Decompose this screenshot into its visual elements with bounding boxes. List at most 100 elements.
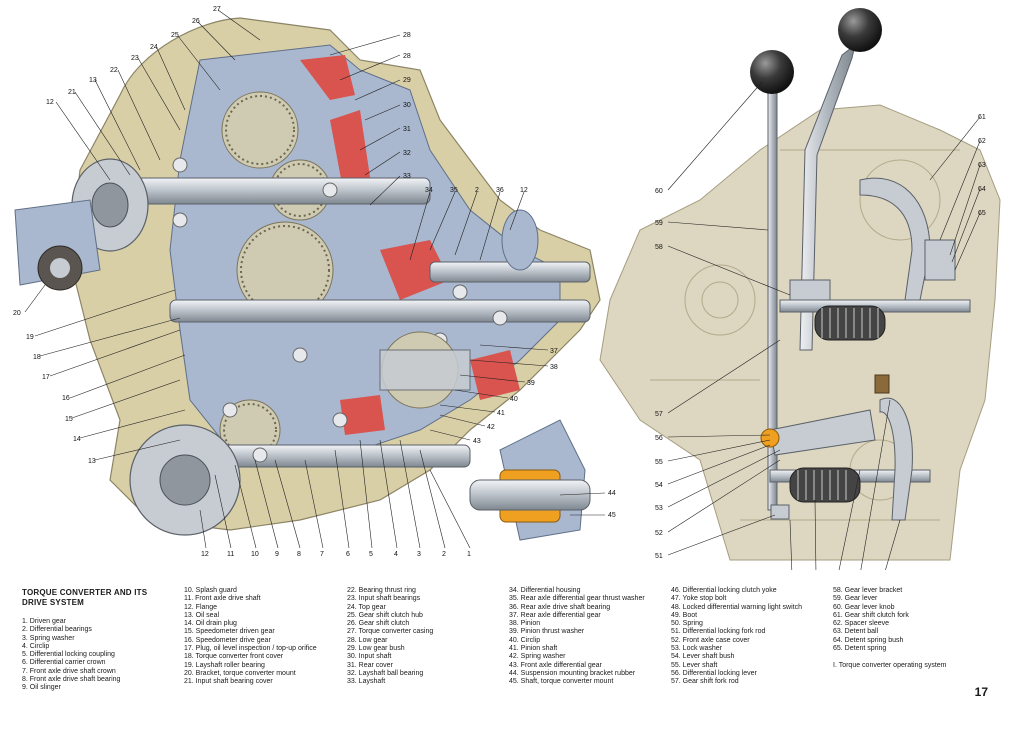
legend-item: 15. Speedometer driven gear <box>184 628 275 636</box>
gear-shift-mechanism <box>599 8 1001 561</box>
legend-item: 23. Input shaft bearings <box>347 595 421 603</box>
callout-44: 44 <box>608 490 616 497</box>
legend-item: 60. Gear lever knob <box>833 603 895 611</box>
callout-25: 25 <box>171 32 179 39</box>
callout-13b: 13 <box>89 77 97 84</box>
legend-item: 58. Gear lever bracket <box>833 587 903 594</box>
callout-45: 45 <box>608 512 616 519</box>
callout-24: 24 <box>150 44 158 51</box>
legend-item: 64. Detent spring bush <box>833 636 904 644</box>
page-number: 17 <box>974 685 988 699</box>
callout-19: 19 <box>26 334 34 341</box>
callout-13: 13 <box>88 458 96 465</box>
callout-51: 51 <box>655 553 663 560</box>
torque-converter-cutaway <box>14 17 601 541</box>
torque-converter-illustration: 1 2 3 4 5 6 7 8 9 10 11 12 13 14 15 16 1… <box>13 6 1001 570</box>
legend-item: 8. Front axle drive shaft bearing <box>22 676 121 684</box>
callout-61: 61 <box>978 114 986 121</box>
legend-item: 39. Pinion thrust washer <box>509 628 585 636</box>
legend-item: 48. Locked differential warning light sw… <box>671 603 803 611</box>
legend-item: 61. Gear shift clutch fork <box>833 611 909 619</box>
callout-33: 33 <box>403 173 411 180</box>
callout-14: 14 <box>73 436 81 443</box>
callout-23: 23 <box>131 55 139 62</box>
legend-item: 2. Differential bearings <box>22 626 92 634</box>
legend-item: 19. Layshaft roller bearing <box>184 661 265 669</box>
callout-38: 38 <box>550 364 558 371</box>
legend-item: 6. Differential carrier crown <box>22 659 106 667</box>
callout-15: 15 <box>65 416 73 423</box>
callout-29: 29 <box>403 77 411 84</box>
legend-item: 24. Top gear <box>347 603 386 611</box>
legend-item: 53. Lock washer <box>671 645 722 653</box>
callout-40: 40 <box>510 396 518 403</box>
parts-legend: TORQUE CONVERTER AND ITS DRIVE SYSTEM 1.… <box>0 582 1024 750</box>
legend-item: 54. Lever shaft bush <box>671 653 735 661</box>
legend-item: 4. Circlip <box>22 642 50 650</box>
legend-item: 44. Suspension mounting bracket rubber <box>509 669 636 677</box>
callout-5: 5 <box>369 551 373 558</box>
callout-43: 43 <box>473 438 481 445</box>
callout-36: 36 <box>496 187 504 194</box>
callout-4: 4 <box>394 551 398 558</box>
callout-41: 41 <box>497 410 505 417</box>
legend-item: 1. Driven gear <box>22 618 66 625</box>
legend-item: 16. Speedometer drive gear <box>184 636 271 644</box>
legend-item: 10. Splash guard <box>184 587 237 594</box>
legend-item: 17. Plug, oil level inspection / top-up … <box>184 645 317 653</box>
legend-title: TORQUE CONVERTER AND ITS DRIVE SYSTEM <box>22 588 148 607</box>
callout-20: 20 <box>13 310 21 317</box>
callout-54: 54 <box>655 482 663 489</box>
callout-2b: 2 <box>475 187 479 194</box>
callout-10: 10 <box>251 551 259 558</box>
callout-18: 18 <box>33 354 41 361</box>
legend-item: 3. Spring washer <box>22 634 75 642</box>
legend-item <box>833 653 946 661</box>
callout-9: 9 <box>275 551 279 558</box>
callout-12b: 12 <box>46 99 54 106</box>
callout-64: 64 <box>978 186 986 193</box>
legend-item: 5. Differential locking coupling <box>22 651 115 659</box>
legend-item: 51. Differential locking fork rod <box>671 628 766 636</box>
legend-item: 63. Detent ball <box>833 628 879 636</box>
legend-item: 37. Rear axle differential gear <box>509 611 601 619</box>
legend-item: 43. Front axle differential gear <box>509 661 602 669</box>
callout-39: 39 <box>527 380 535 387</box>
legend-item: 40. Circlip <box>509 636 541 644</box>
callout-12: 12 <box>201 551 209 558</box>
legend-item: 56. Differential locking lever <box>671 669 757 677</box>
legend-item: 41. Pinion shaft <box>509 645 558 653</box>
callout-37: 37 <box>550 348 558 355</box>
callout-56: 56 <box>655 435 663 442</box>
callout-11: 11 <box>227 551 234 558</box>
callout-6: 6 <box>346 551 350 558</box>
callout-35: 35 <box>450 187 458 194</box>
legend-item: 38. Pinion <box>509 620 541 628</box>
legend-item: 36. Rear axle drive shaft bearing <box>509 603 611 611</box>
legend-item: 57. Gear shift fork rod <box>671 678 739 686</box>
callout-65: 65 <box>978 210 986 217</box>
legend-item: 25. Gear shift clutch hub <box>347 611 423 619</box>
callout-53: 53 <box>655 505 663 512</box>
legend-item: 11. Front axle drive shaft <box>184 595 261 603</box>
legend-item: I. Torque converter operating system <box>833 661 947 669</box>
legend-item: 14. Oil drain plug <box>184 620 237 628</box>
legend-item: 42. Spring washer <box>509 653 566 661</box>
callout-1: 1 <box>467 551 471 558</box>
callout-52: 52 <box>655 530 663 537</box>
legend-item: 9. Oil slinger <box>22 684 61 692</box>
callout-57: 57 <box>655 411 663 418</box>
callout-58: 58 <box>655 244 663 251</box>
callout-27: 27 <box>213 6 221 13</box>
callout-31: 31 <box>403 126 411 133</box>
callout-leader-lines <box>24 9 981 570</box>
legend-item: 13. Oil seal <box>184 611 220 619</box>
callout-17: 17 <box>42 374 50 381</box>
legend-item: 26. Gear shift clutch <box>347 620 410 628</box>
legend-item: 62. Spacer sleeve <box>833 620 890 628</box>
legend-item: 29. Low gear bush <box>347 645 405 653</box>
callout-22: 22 <box>110 67 118 74</box>
